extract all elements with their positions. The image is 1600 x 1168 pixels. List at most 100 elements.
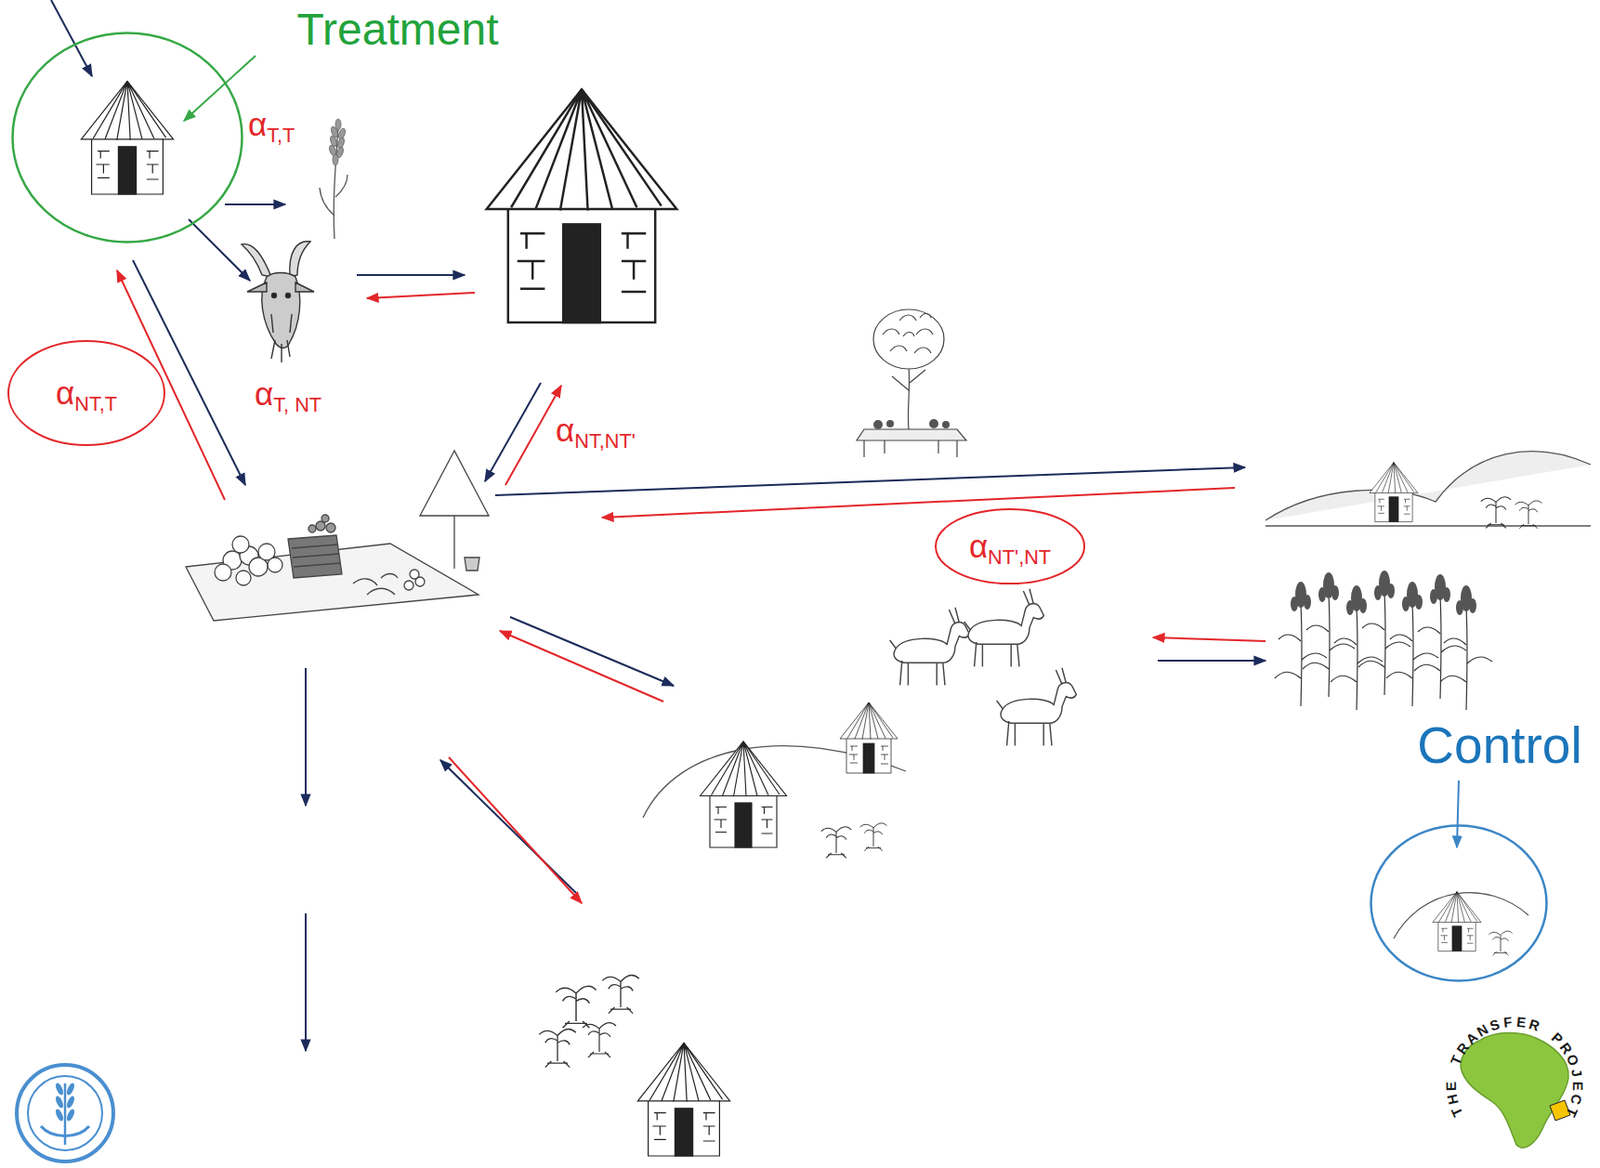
fao-logo (65, 1107, 76, 1122)
logo-letter: A (1463, 1029, 1481, 1047)
tree-drawing (856, 429, 967, 441)
hut-drawing (80, 80, 173, 195)
treatment-circle: Treatment (10, 30, 245, 245)
goat-drawing (890, 607, 971, 686)
flow-arrow (440, 760, 577, 893)
node-outline (1368, 823, 1549, 984)
goat-drawing (289, 241, 311, 277)
market-drawing (291, 544, 341, 567)
fao-logo (53, 1081, 65, 1096)
fao-logo (16, 1064, 114, 1162)
homestead-drawing (582, 1022, 617, 1058)
symbol: α (248, 105, 267, 143)
hills-drawing (1515, 500, 1543, 529)
fao-logo (53, 1081, 76, 1122)
node-label: αNT',NT (969, 527, 1051, 565)
fao-logo (53, 1107, 65, 1122)
logo-letter: C (1568, 1092, 1585, 1106)
market-drawing (214, 536, 283, 586)
market-drawing (214, 563, 232, 581)
coefficient-label: αT,T (248, 105, 295, 144)
node-outline (8, 340, 165, 446)
market-drawing (453, 515, 455, 569)
crop-drawing (319, 118, 348, 239)
market-drawing (353, 574, 398, 596)
goat-drawing (247, 282, 315, 292)
homestead-drawing (538, 974, 730, 1156)
flow-arrow (505, 385, 562, 486)
crop-field-drawing (1440, 585, 1493, 710)
transfer-project-logo (1549, 1100, 1571, 1121)
logo-letter: E (1443, 1081, 1458, 1091)
village-drawing (860, 823, 888, 852)
market-drawing (185, 450, 489, 621)
tree-drawing (864, 440, 958, 458)
tree-drawing (873, 309, 945, 369)
market-drawing (315, 521, 326, 531)
flow-arrow (1157, 659, 1266, 662)
logo-letter: R (1527, 1016, 1542, 1034)
market-drawing (267, 557, 283, 573)
market-drawing (409, 569, 420, 579)
village-drawing (821, 826, 852, 859)
fao-logo (40, 1126, 90, 1137)
symbol: α (969, 527, 988, 564)
logo-letter: S (1488, 1016, 1502, 1033)
crop-drawing (327, 118, 347, 166)
goat-drawing (286, 293, 291, 299)
flow-arrow (183, 55, 256, 121)
coefficient-label: αNT,NT' (555, 411, 636, 449)
market-drawing (419, 450, 489, 516)
homestead-drawing (602, 974, 640, 1013)
logo-letter (1444, 1069, 1460, 1076)
flow-arrow (1153, 637, 1266, 642)
crop-drawing (332, 154, 339, 166)
flow-arrow (132, 260, 246, 486)
market-drawing (236, 570, 251, 586)
hut-drawing (1432, 891, 1482, 952)
hut-drawing (486, 89, 678, 323)
logo-letter: R (1454, 1039, 1472, 1057)
goat-drawing (996, 668, 1077, 747)
subscript: NT',NT (987, 545, 1051, 569)
village-drawing (839, 702, 898, 774)
market-drawing (464, 557, 480, 571)
logo-letter: E (1571, 1081, 1586, 1091)
logo-letter: E (1515, 1014, 1527, 1030)
subscript: T,T (266, 123, 295, 147)
coefficient-label: αT, NT (254, 375, 322, 413)
node-outline (10, 30, 245, 245)
flow-arrow (188, 219, 250, 281)
market-drawing (326, 523, 336, 533)
fao-logo (65, 1094, 76, 1109)
village-drawing (700, 741, 787, 848)
goat-drawing (241, 241, 315, 363)
node-outline (13, 33, 243, 243)
logo-letter: T (1447, 1053, 1464, 1067)
hills-drawing (1481, 497, 1511, 529)
flow-arrow (485, 382, 541, 482)
node-label: αNT,T (55, 374, 118, 412)
goat-drawing (272, 293, 277, 299)
coefficient-ellipse: αNT,T (6, 339, 167, 447)
flow-arrow (51, 0, 92, 77)
node-heading: Control (1416, 716, 1582, 775)
node-outline (1371, 826, 1548, 982)
tree-drawing (873, 419, 883, 430)
flow-arrow (510, 616, 674, 686)
logo-letter: N (1474, 1022, 1491, 1039)
node-outline (6, 339, 167, 447)
transfer-project-logo (1460, 1033, 1569, 1149)
hut-drawing (1393, 891, 1529, 956)
flow-arrow (304, 668, 307, 806)
hills-drawing (1265, 451, 1591, 521)
hut-drawing (1488, 931, 1512, 956)
tree-drawing (873, 309, 945, 369)
logo-letter: H (1444, 1092, 1461, 1106)
logo-letter (1541, 1022, 1552, 1037)
tree-drawing (942, 420, 950, 429)
flow-arrow (304, 913, 307, 1051)
